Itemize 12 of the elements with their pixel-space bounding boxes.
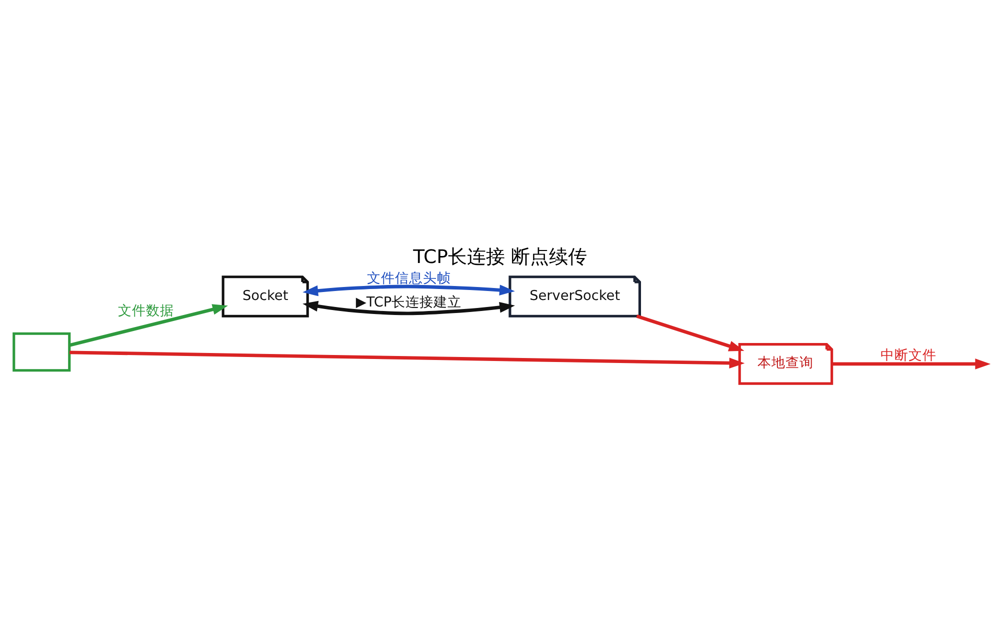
edge-label: 文件数据 xyxy=(118,302,174,319)
arrow xyxy=(302,300,515,315)
edge-label: ▶TCP长连接建立 xyxy=(356,294,462,310)
edge-label: 文件信息头帧 xyxy=(366,270,451,286)
arrow xyxy=(69,304,228,346)
node-box xyxy=(12,332,71,372)
edge-label: 中断文件 xyxy=(880,347,937,364)
diagram-title: TCP长连接 断点续传 xyxy=(413,246,587,268)
arrow xyxy=(636,314,744,351)
arrow xyxy=(70,350,745,368)
arrow xyxy=(302,284,515,296)
arrow xyxy=(832,358,991,369)
